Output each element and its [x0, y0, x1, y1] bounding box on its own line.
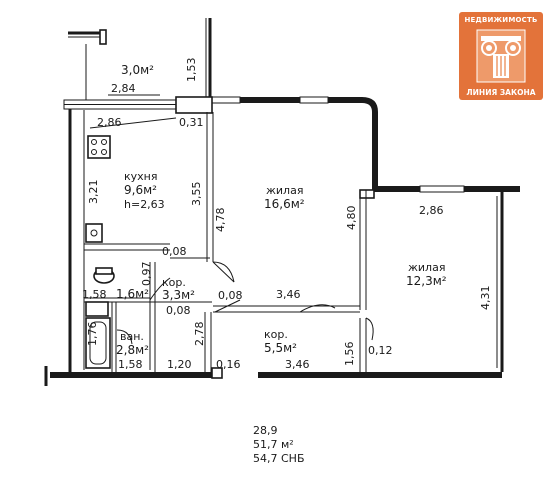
washbasin [85, 301, 109, 317]
ionic-column-icon [476, 29, 526, 83]
bath-area: 2,8м² [116, 343, 149, 357]
dim-3-21: 3,21 [87, 180, 100, 205]
dim-0-16: 0,16 [216, 358, 241, 371]
logo-bottom-text: ЛИНИЯ ЗАКОНА [466, 88, 536, 97]
corridor2-name: кор. [264, 328, 288, 341]
doors [116, 261, 374, 345]
living1-area: 16,6м² [264, 197, 305, 211]
agency-logo: НЕДВИЖИМОСТЬ ЛИНИЯ ЗАКОНА [459, 12, 543, 100]
balcony [68, 18, 212, 105]
dim-1-76: 1,76 [86, 322, 99, 347]
kitchen-sink [85, 223, 103, 243]
balcony-area: 3,0м² [121, 63, 154, 77]
corridor2-area: 5,5м² [264, 341, 297, 355]
living1-name: жилая [266, 184, 303, 197]
room-labels: 3,0м² кухня 9,6м² h=2,63 жилая 16,6м² жи… [116, 63, 447, 357]
dim-3-55: 3,55 [190, 182, 203, 207]
dim-0-08-bath: 0,08 [166, 304, 191, 317]
fixtures [85, 135, 115, 369]
dim-4-80: 4,80 [345, 206, 358, 231]
dim-0-12: 0,12 [368, 344, 393, 357]
wc-area: 1,6м² [116, 287, 149, 301]
walls [44, 96, 520, 386]
dim-4-78: 4,78 [214, 208, 227, 233]
dim-2-86-living2: 2,86 [419, 204, 444, 217]
dim-1-58-wc: 1,58 [82, 288, 107, 301]
dimension-labels: 2,84 1,53 2,86 0,31 3,21 3,55 4,78 4,80 … [82, 58, 492, 372]
total-area: 51,7 м² [253, 438, 294, 451]
dim-1-20: 1,20 [167, 358, 192, 371]
living2-top-window [419, 185, 465, 193]
dim-3-46-bottom: 3,46 [285, 358, 310, 371]
living1-top-window-1 [211, 96, 241, 104]
dim-1-56: 1,56 [343, 342, 356, 367]
dim-1-53: 1,53 [185, 58, 198, 83]
living1-top-window-2 [299, 96, 329, 104]
dim-0-97: 0,97 [140, 262, 153, 287]
living2-area: 12,3м² [406, 274, 447, 288]
snb-area: 54,7 СНБ [253, 452, 305, 465]
corridor1-name: кор. [162, 276, 186, 289]
dim-2-78: 2,78 [193, 322, 206, 347]
logo-top-text: НЕДВИЖИМОСТЬ [464, 16, 538, 24]
living-area-total: 28,9 [253, 424, 278, 437]
living2-name: жилая [408, 261, 445, 274]
dim-1-58-bath: 1,58 [118, 358, 143, 371]
bath-name: ван. [120, 330, 144, 343]
dim-2-86-kitchen: 2,86 [97, 116, 122, 129]
dim-2-84: 2,84 [111, 82, 136, 95]
dim-3-46-top: 3,46 [276, 288, 301, 301]
corridor1-area: 3,3м² [162, 288, 195, 302]
kitchen-name: кухня [124, 170, 157, 183]
stove [87, 135, 111, 159]
dim-0-31: 0,31 [179, 116, 204, 129]
dim-0-08-kitchen: 0,08 [162, 245, 187, 258]
area-summary: 28,9 51,7 м² 54,7 СНБ [253, 424, 305, 465]
dim-0-08-corridor: 0,08 [218, 289, 243, 302]
kitchen-height: h=2,63 [124, 198, 165, 211]
kitchen-area: 9,6м² [124, 183, 157, 197]
dim-4-31: 4,31 [479, 286, 492, 311]
